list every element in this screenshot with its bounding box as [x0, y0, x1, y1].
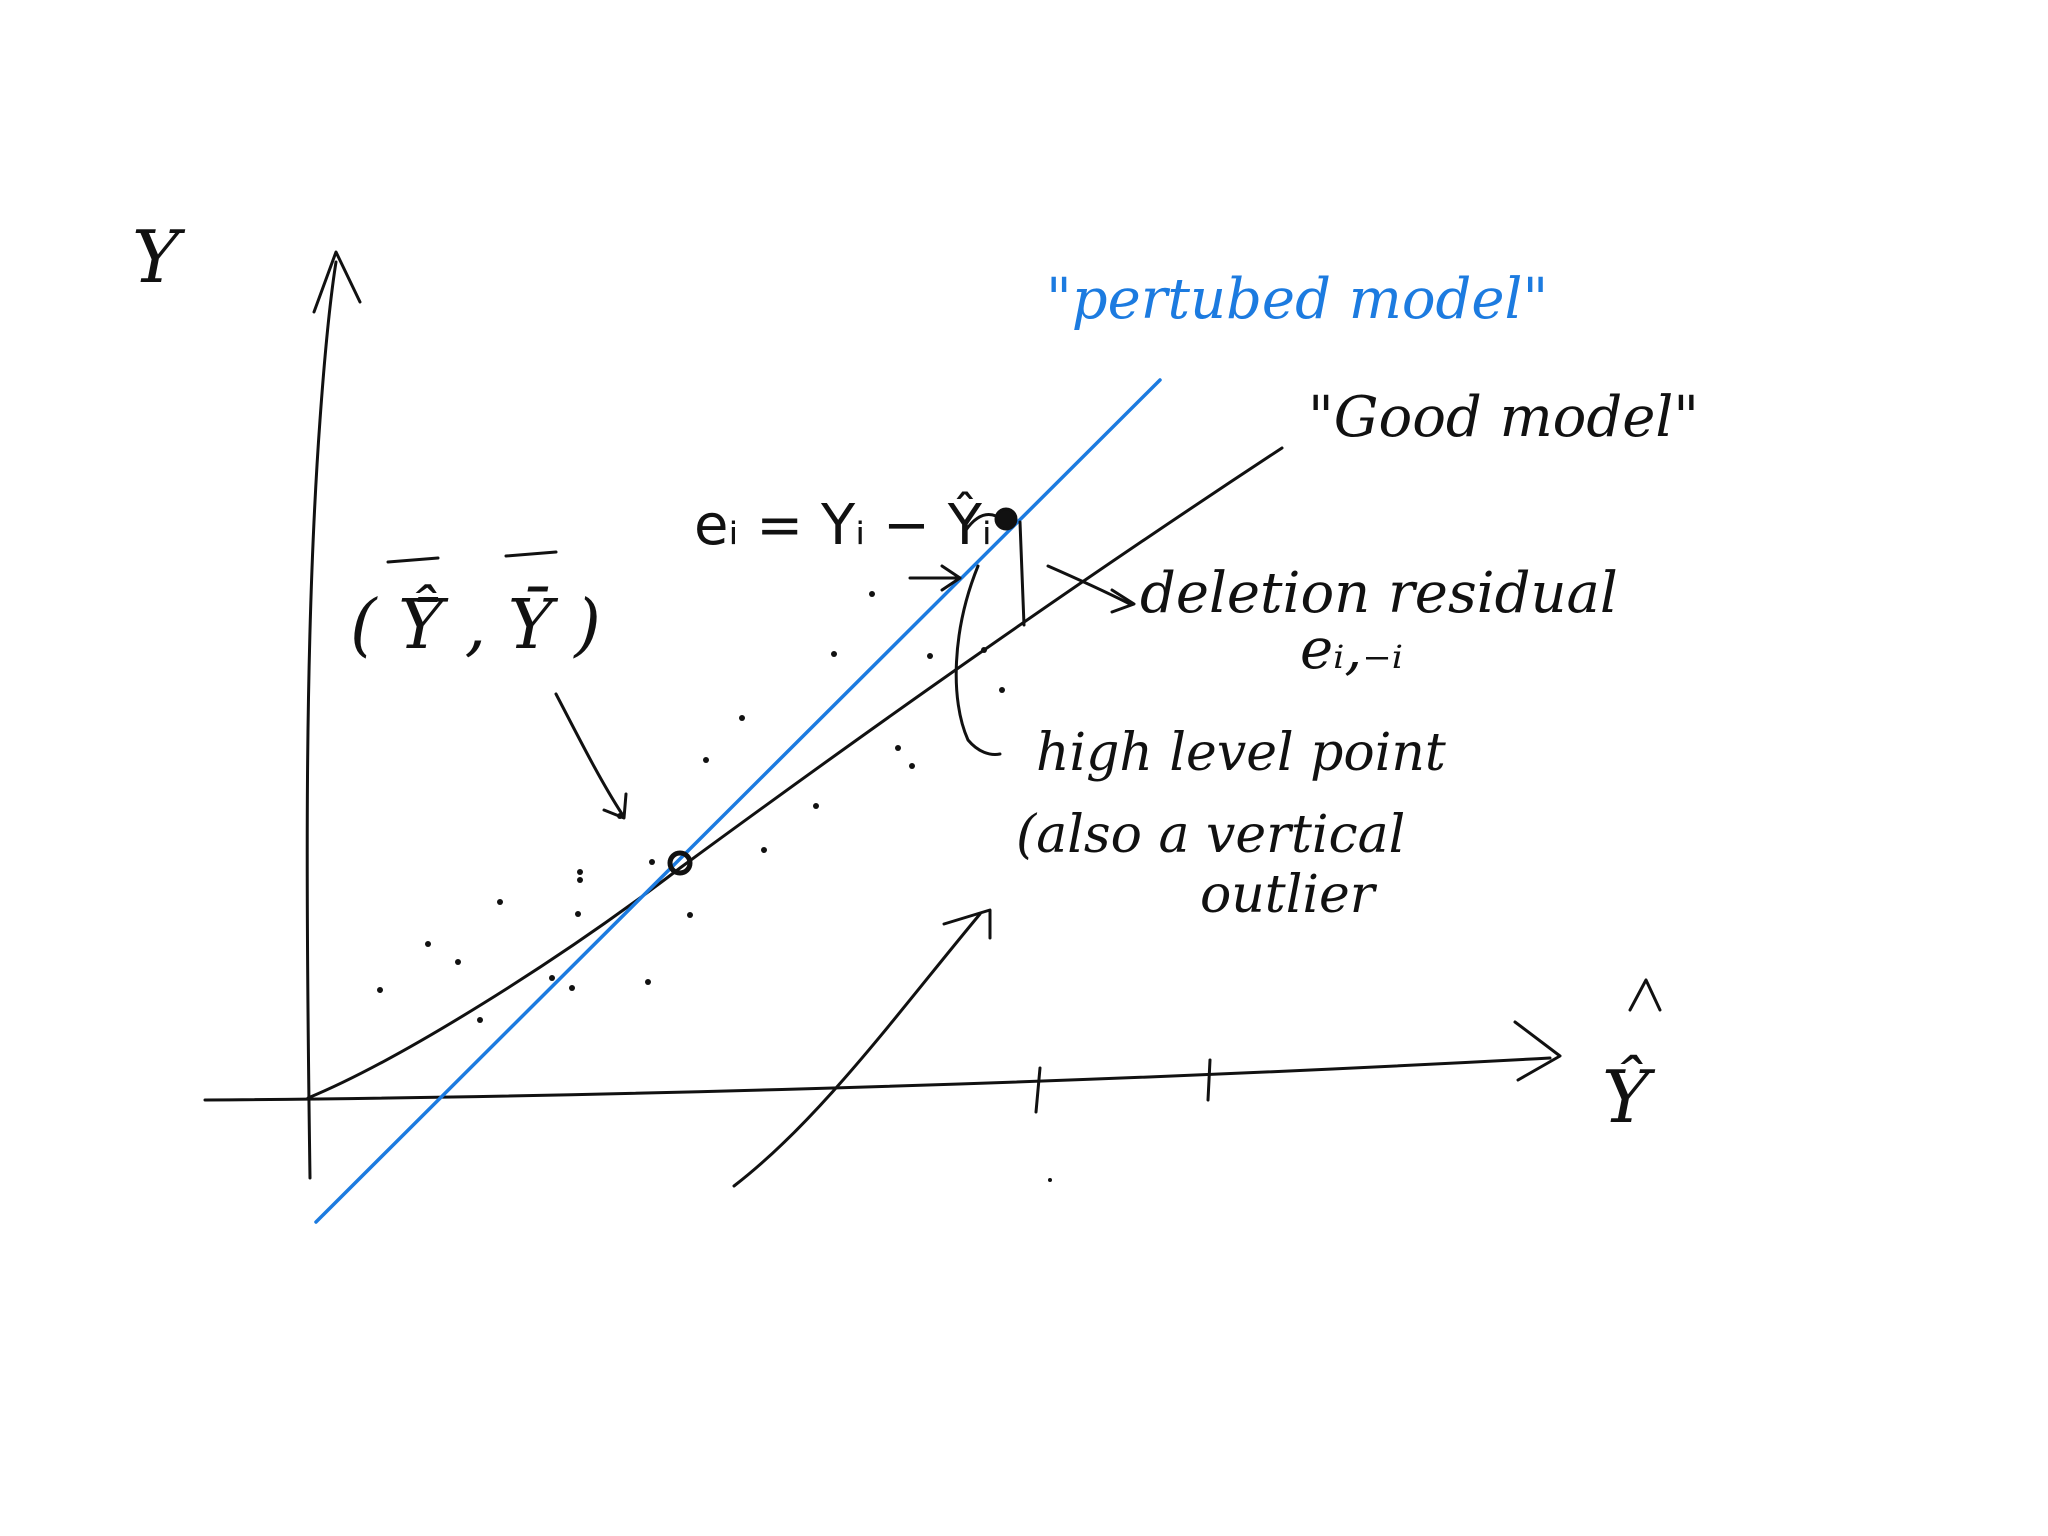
data-points [377, 591, 1052, 1182]
x-axis-tick-1 [1034, 1066, 1042, 1114]
high-level-label-line3: outlier [1200, 865, 1378, 925]
high-level-bracket [954, 564, 1002, 756]
deletion-residual-label: deletion residual [1140, 561, 1618, 626]
deletion-residual-segment [1018, 520, 1026, 627]
x-axis-tick-2 [1206, 1058, 1212, 1102]
y-axis-arrowhead [312, 250, 362, 314]
data-point [425, 941, 431, 947]
data-point [981, 647, 987, 653]
good-model-line [306, 446, 1284, 1100]
deletion-residual-arrow [1046, 564, 1132, 606]
data-point [575, 911, 581, 917]
high-leverage-point [994, 507, 1018, 531]
data-point [831, 651, 837, 657]
mean-point-arrowhead [602, 792, 628, 820]
lower-annotation-arrowhead [942, 908, 992, 940]
deletion-residual-arrowhead [1110, 588, 1136, 614]
data-point [577, 877, 583, 883]
data-point [569, 985, 575, 991]
x-axis [203, 1056, 1552, 1102]
x-axis-arrowhead [1513, 1020, 1562, 1082]
mean-point [667, 850, 693, 876]
data-point [1048, 1178, 1052, 1182]
perturbed-model-label: "pertubed model" [1046, 267, 1548, 332]
residual-arrowhead [940, 564, 962, 592]
data-point [687, 912, 693, 918]
perturbed-model-line [314, 378, 1162, 1224]
data-point [813, 803, 819, 809]
data-point [999, 687, 1005, 693]
mean-point-arrow [554, 692, 624, 816]
data-point [377, 987, 383, 993]
mean-label-bar-right [504, 550, 558, 558]
data-point [869, 591, 875, 597]
y-axis-label: Y [132, 215, 186, 299]
x-axis-label-hat [1628, 978, 1662, 1012]
lower-annotation-arrow [732, 912, 982, 1188]
data-point [703, 757, 709, 763]
data-point [927, 653, 933, 659]
y-axis [305, 260, 338, 1180]
x-axis-label: Ŷ [1602, 1054, 1656, 1139]
data-point [909, 763, 915, 769]
data-point [549, 975, 555, 981]
residual-pointer-arrow [964, 513, 998, 532]
mean-label-bar-left [386, 556, 440, 564]
data-point [739, 715, 745, 721]
data-point [577, 869, 583, 875]
data-point [649, 859, 655, 865]
good-model-label: "Good model" [1308, 385, 1699, 450]
data-point [497, 899, 503, 905]
data-point [895, 745, 901, 751]
data-point [477, 1017, 483, 1023]
deletion-residual-symbol: eᵢ,₋ᵢ [1300, 617, 1403, 682]
data-point [455, 959, 461, 965]
residual-formula: eᵢ = Yᵢ − Ŷᵢ [694, 493, 992, 558]
data-point [761, 847, 767, 853]
high-level-label-line2: (also a vertical [1016, 805, 1405, 865]
high-level-label-line1: high level point [1036, 723, 1446, 783]
mean-point-label: ( Ŷ̄ , Ȳ ) [350, 585, 601, 665]
data-point [645, 979, 651, 985]
